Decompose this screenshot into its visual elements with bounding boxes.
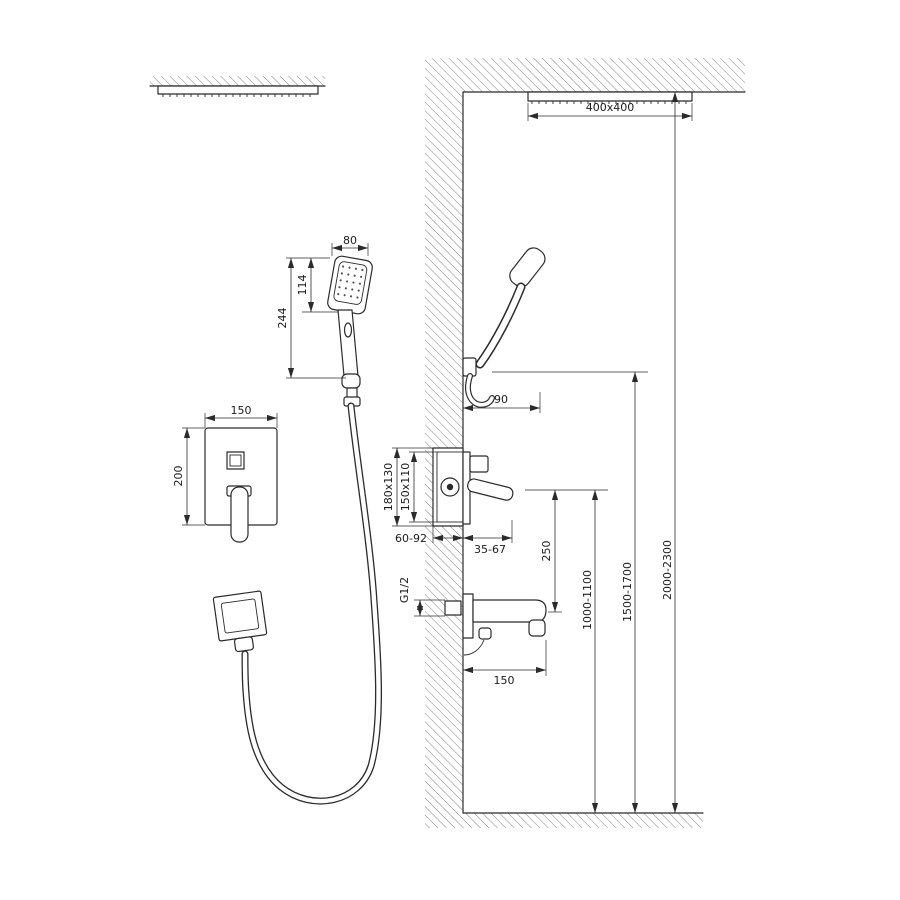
diverter-button-inner — [229, 454, 242, 467]
ceiling-shower-head — [527, 91, 693, 104]
dim-label-handle-depth: 35-67 — [474, 543, 506, 556]
wall-hand-shower — [462, 247, 546, 408]
rain-head-panel — [527, 91, 693, 102]
diverter-stub — [469, 455, 489, 473]
spout-body — [472, 599, 547, 623]
dim-label-hand-shower-width: 80 — [343, 234, 357, 247]
dim-hand-shower-head-height: 114 — [286, 257, 338, 313]
dim-label-spout-length: 150 — [494, 674, 515, 687]
mode-button — [343, 322, 353, 338]
dim-head-height: 2000-2300 — [661, 92, 679, 813]
hand-shower-head — [327, 255, 373, 315]
spout-flange — [462, 593, 474, 639]
wall-hatch — [425, 58, 463, 828]
hand-shower-handle — [477, 284, 524, 367]
hose-body — [242, 403, 381, 804]
dim-rain-head-size: 400x400 — [527, 101, 693, 121]
dim-label-head-height: 2000-2300 — [661, 540, 674, 600]
dim-label-rough-box: 180x130 — [382, 463, 395, 512]
hose-nut — [233, 636, 254, 653]
dim-label-holder-height: 1500-1700 — [621, 562, 634, 622]
dim-plate-width: 150 — [204, 404, 278, 428]
wall-spout — [462, 593, 547, 656]
dim-label-embed-depth: 60-92 — [395, 532, 427, 545]
rain-head-panel — [157, 85, 319, 95]
dim-label-plate-height: 200 — [172, 466, 185, 487]
dim-holder-offset: 90 — [463, 392, 541, 413]
floor-hatch — [463, 813, 703, 828]
supply-pipe: G1/2 — [398, 577, 462, 617]
hose-stub — [466, 374, 494, 407]
dim-holder-height: 1500-1700 — [492, 371, 648, 813]
dim-label-trim-box: 150x110 — [399, 463, 412, 512]
mixer-trim-plate-detail — [204, 427, 278, 543]
hand-shower-detail — [327, 255, 373, 407]
rain-shower-head-side-view — [149, 76, 326, 97]
lever-handle — [230, 486, 249, 543]
dim-handle-depth: 35-67 — [463, 520, 513, 556]
shower-hose — [241, 402, 383, 805]
ceiling-hatch — [463, 58, 745, 92]
dim-hand-shower-total-length: 244 — [276, 258, 346, 379]
mixer-lever — [467, 478, 514, 501]
spout-flange-inner — [220, 598, 260, 634]
spout-outlet — [528, 619, 546, 637]
dim-plate-height: 200 — [172, 427, 205, 526]
valve-center — [446, 483, 454, 491]
connector-curve — [463, 639, 485, 656]
dim-spout-length: 150 — [463, 640, 547, 687]
dim-hand-shower-width: 80 — [331, 234, 369, 256]
dim-trim-box: 150x110 — [399, 451, 437, 523]
diverter-button — [226, 451, 245, 470]
hand-shower-handle — [337, 309, 359, 377]
dim-mixer-to-spout: 250 — [525, 489, 608, 613]
wall-section — [425, 58, 746, 828]
dim-embed-depth: 60-92 — [395, 526, 463, 545]
dim-label-hand-shower-total-length: 244 — [276, 308, 289, 329]
pipe-elbow — [444, 600, 462, 616]
spray-nozzles — [337, 265, 364, 299]
ceiling-hatch — [150, 76, 325, 86]
dim-rough-box: 180x130 — [382, 447, 433, 527]
nozzle-ticks — [162, 94, 311, 97]
dim-mixer-height: 1000-1100 — [581, 490, 599, 813]
handle-end-cap — [341, 373, 361, 389]
spout-detail — [212, 590, 268, 653]
dim-label-thread-size: G1/2 — [398, 577, 411, 603]
hose-connector — [478, 627, 492, 640]
dim-label-mixer-to-spout: 250 — [540, 541, 553, 562]
dim-label-mixer-height: 1000-1100 — [581, 570, 594, 630]
dim-label-plate-width: 150 — [231, 404, 252, 417]
concealed-mixer — [432, 447, 514, 527]
dim-label-holder-offset: 90 — [494, 393, 508, 406]
hand-shower-head — [509, 247, 546, 288]
spout-flange — [212, 590, 268, 642]
dim-label-hand-shower-head-height: 114 — [296, 275, 309, 296]
dim-label-rain-head-size: 400x400 — [586, 101, 635, 114]
